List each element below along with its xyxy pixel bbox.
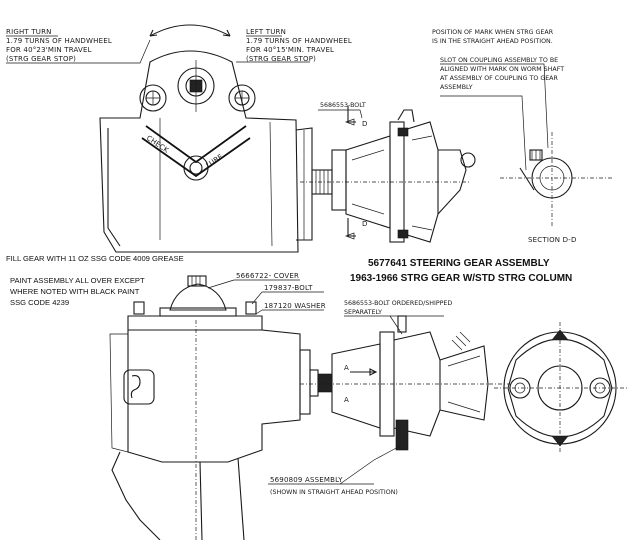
svg-text:FOR 40°15'MIN. TRAVEL: FOR 40°15'MIN. TRAVEL: [246, 46, 334, 54]
right-turn-note: RIGHT TURN 1.79 TURNS OF HANDWHEEL FOR 4…: [6, 28, 151, 64]
svg-text:WHERE NOTED WITH BLACK PAINT: WHERE NOTED WITH BLACK PAINT: [10, 287, 140, 296]
svg-text:FOR 40°23'MIN TRAVEL: FOR 40°23'MIN TRAVEL: [6, 46, 92, 54]
fill-gear-note: FILL GEAR WITH 11 OZ SSG CODE 4009 GREAS…: [6, 254, 184, 263]
title-block: 5677641 STEERING GEAR ASSEMBLY 1963-1966…: [350, 258, 572, 284]
section-letter-d-bottom: D: [362, 220, 368, 228]
mark-position-note: POSITION OF MARK WHEN STRG GEAR IS IN TH…: [432, 29, 554, 45]
section-letter-d-top: D: [362, 120, 368, 128]
section-dd-detail: [440, 63, 612, 226]
lube-label: LUBE: [205, 153, 225, 170]
svg-text:IS IN THE STRAIGHT AHEAD POSIT: IS IN THE STRAIGHT AHEAD POSITION.: [432, 38, 553, 45]
svg-text:SLOT ON COUPLING ASSEMBLY TO B: SLOT ON COUPLING ASSEMBLY TO BE: [440, 57, 558, 64]
assembly-position-label: (SHOWN IN STRAIGHT AHEAD POSITION): [270, 489, 398, 496]
bolt-ordered-label-2: SEPARATELY: [344, 309, 382, 316]
svg-text:ALIGNED WITH MARK ON WORM SHAF: ALIGNED WITH MARK ON WORM SHAFT: [440, 66, 564, 73]
top-housing-view: [99, 24, 470, 253]
washer-label: 187120 WASHER: [264, 302, 326, 310]
svg-text:RIGHT TURN: RIGHT TURN: [6, 28, 52, 36]
bottom-coupling-end-view: [494, 322, 628, 454]
svg-text:SSG CODE 4239: SSG CODE 4239: [10, 298, 69, 307]
title-line-1: 5677641 STEERING GEAR ASSEMBLY: [368, 258, 550, 269]
svg-text:LEFT TURN: LEFT TURN: [246, 28, 286, 36]
top-coupling-view: [318, 106, 476, 243]
svg-text:AT ASSEMBLY OF COUPLING TO GEA: AT ASSEMBLY OF COUPLING TO GEAR: [440, 75, 558, 82]
svg-text:PAINT ASSEMBLY ALL OVER EXCEPT: PAINT ASSEMBLY ALL OVER EXCEPT: [10, 276, 145, 285]
left-turn-note: LEFT TURN 1.79 TURNS OF HANDWHEEL FOR 40…: [236, 28, 352, 63]
title-line-2: 1963-1966 STRG GEAR W/STD STRG COLUMN: [350, 273, 572, 284]
svg-text:POSITION OF MARK WHEN STRG GEA: POSITION OF MARK WHEN STRG GEAR: [432, 29, 554, 36]
paint-note: PAINT ASSEMBLY ALL OVER EXCEPT WHERE NOT…: [10, 276, 145, 307]
svg-text:ASSEMBLY: ASSEMBLY: [440, 84, 473, 91]
section-dd-label: SECTION D-D: [528, 236, 577, 244]
check-label: CHECK: [145, 134, 170, 155]
slot-note: SLOT ON COUPLING ASSEMBLY TO BE ALIGNED …: [440, 57, 564, 91]
cover-label: 5666722- COVER: [236, 272, 299, 280]
section-letter-a-bottom: A: [344, 396, 349, 404]
assembly-label: 5690809 ASSEMBLY: [270, 476, 343, 484]
bolt-ordered-label: 5686553-BOLT ORDERED/SHIPPED: [344, 300, 452, 307]
section-letter-a-top: A: [344, 364, 349, 372]
svg-text:(STRG GEAR STOP): (STRG GEAR STOP): [6, 55, 76, 63]
bolt-top-label: 5686553-BOLT: [320, 102, 366, 109]
bottom-assembly-view: [109, 275, 510, 540]
bolt-179837-label: 179837-BOLT: [264, 284, 313, 292]
svg-text:1.79 TURNS OF HANDWHEEL: 1.79 TURNS OF HANDWHEEL: [246, 37, 352, 45]
bottom-leaders: [207, 279, 444, 485]
svg-text:1.79 TURNS OF HANDWHEEL: 1.79 TURNS OF HANDWHEEL: [6, 37, 112, 45]
svg-text:(STRG GEAR STOP): (STRG GEAR STOP): [246, 55, 316, 63]
